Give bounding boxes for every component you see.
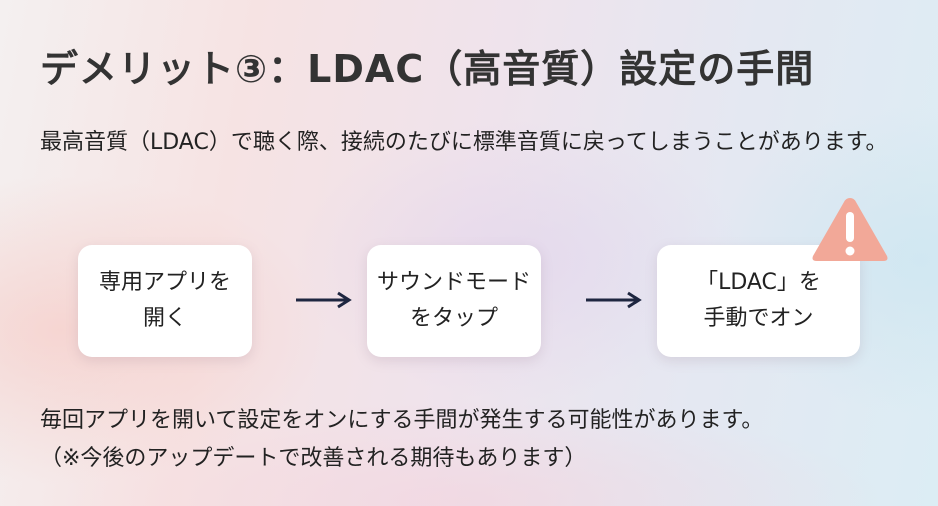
- step-line: をタップ: [409, 306, 498, 331]
- arrow-right-icon: [296, 291, 352, 309]
- step-line: 開く: [142, 306, 187, 331]
- note-line: （※今後のアップデートで改善される期待もあります）: [40, 446, 587, 471]
- note: 毎回アプリを開いて設定をオンにする手間が発生する可能性があります。 （※今後のア…: [40, 402, 763, 478]
- step-line: サウンドモード: [376, 270, 531, 295]
- note-line: 毎回アプリを開いて設定をオンにする手間が発生する可能性があります。: [40, 408, 764, 433]
- description: 最高音質（LDAC）で聴く際、接続のたびに標準音質に戻ってしまうことがあります。: [40, 130, 888, 155]
- step-open-app: 専用アプリを開く: [78, 245, 252, 357]
- step-enable-ldac: 「LDAC」を手動でオン: [657, 245, 860, 357]
- step-sound-mode: サウンドモードをタップ: [367, 245, 541, 357]
- step-line: 専用アプリを: [98, 270, 231, 295]
- step-line: 手動でオン: [703, 306, 814, 331]
- page-title: デメリット③：LDAC（高音質）設定の手間: [40, 47, 815, 91]
- step-line: 「LDAC」を: [696, 270, 821, 295]
- warning-icon: [812, 198, 888, 261]
- arrow-right-icon: [586, 291, 642, 309]
